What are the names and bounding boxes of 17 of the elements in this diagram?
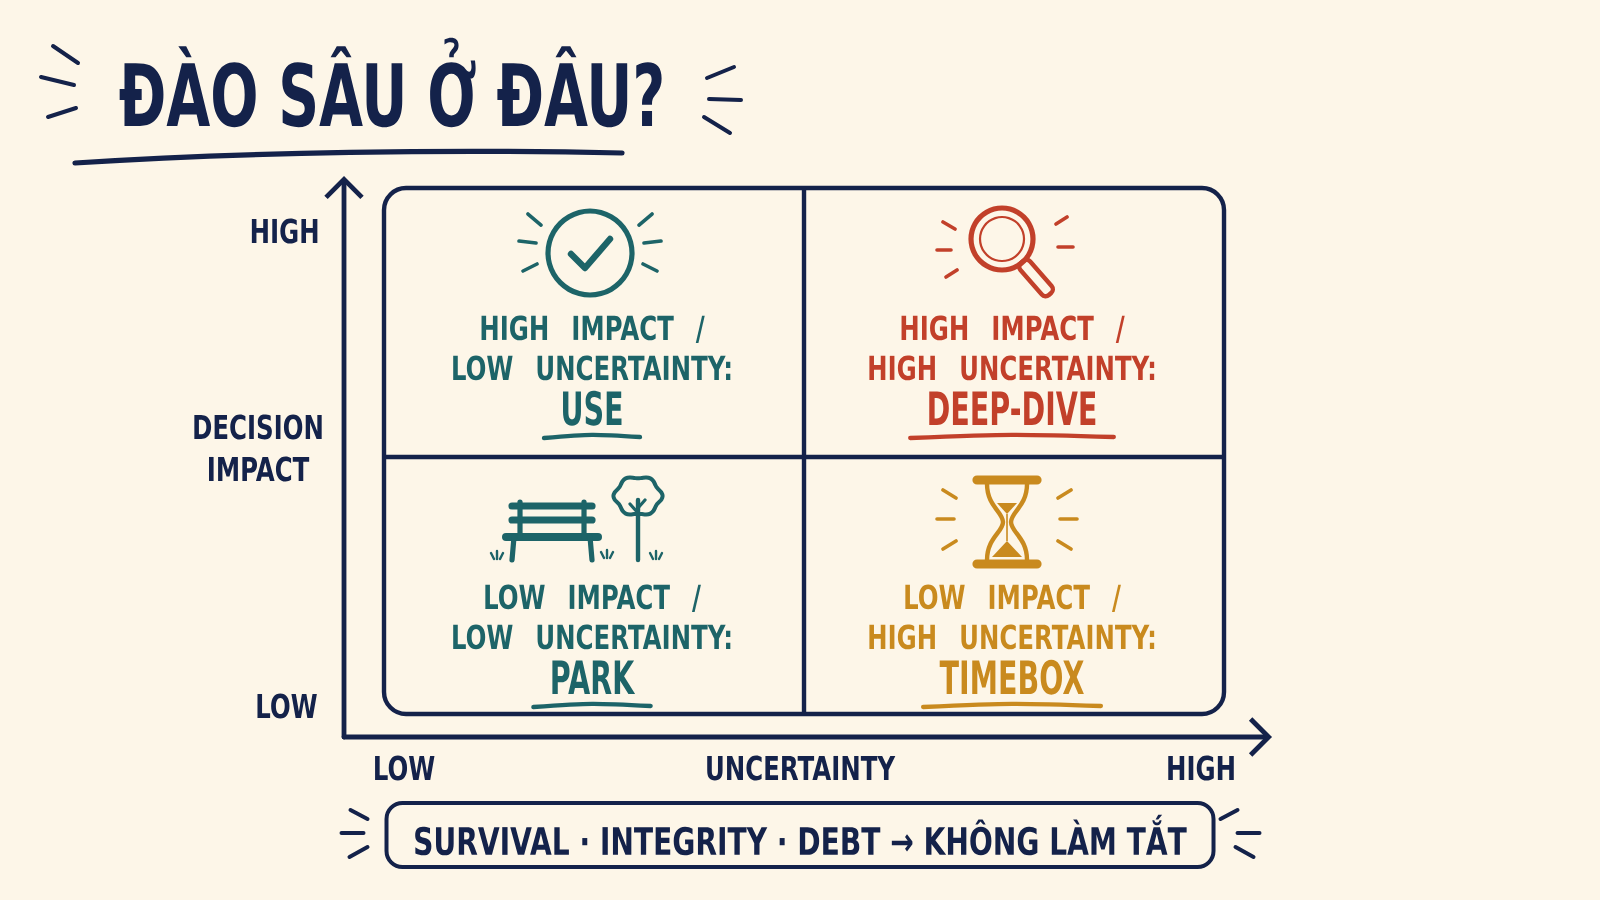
- quadrant-heading: HIGH IMPACT / LOW UNCERTAINTY:: [453, 315, 731, 381]
- title: ĐÀO SÂU Ở ĐÂU?: [119, 37, 662, 128]
- axis-label: LOW: [257, 693, 317, 719]
- quadrant-heading: LOW IMPACT / LOW UNCERTAINTY:: [453, 584, 731, 650]
- matrix-frame: [381, 185, 1227, 717]
- axis-label: HIGH: [1168, 755, 1234, 781]
- action-label: DEEP-DIVE: [929, 391, 1096, 425]
- axis-title: UNCERTAINTY: [707, 755, 896, 781]
- summary-box: SURVIVAL · INTEGRITY · DEBT → KHÔNG LÀM TẮT: [384, 801, 1216, 869]
- quadrant-heading: LOW IMPACT / HIGH UNCERTAINTY:: [869, 584, 1155, 650]
- action-label: PARK: [552, 660, 636, 694]
- action-label: TIMEBOX: [939, 659, 1084, 695]
- action-label: USE: [563, 390, 622, 426]
- quadrant-heading: HIGH IMPACT / HIGH UNCERTAINTY:: [869, 315, 1155, 381]
- axis-title: DECISION IMPACT: [194, 414, 322, 482]
- axis-label: HIGH: [251, 218, 318, 244]
- axis-label: LOW: [375, 755, 435, 781]
